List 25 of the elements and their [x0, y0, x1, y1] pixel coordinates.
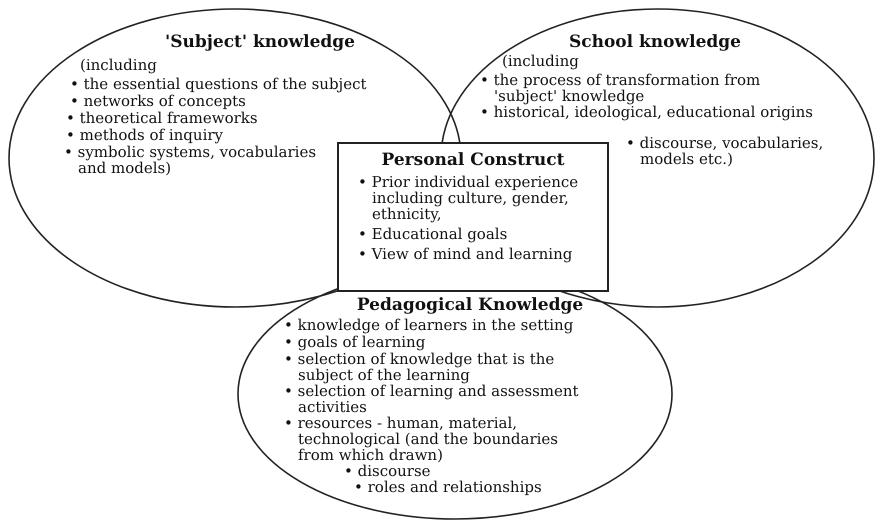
intro-text: (including — [80, 57, 158, 73]
node-heading: School knowledge — [568, 32, 742, 52]
bullet-item: • goals of learning — [284, 334, 426, 350]
bullet-item: • the process of transformation from 'subject' knowledge — [480, 72, 762, 104]
bullet-item: • symbolic systems, vocabularies and models) — [64, 144, 318, 176]
bullet-item: • View of mind and learning — [358, 246, 574, 262]
bullet-item: • the essential questions of the subject — [70, 76, 368, 92]
bullet-item: • discourse — [344, 463, 431, 479]
bullet-item: • theoretical frameworks — [66, 110, 259, 126]
bullet-item: • networks of concepts — [70, 93, 246, 109]
bullet-item: • selection of knowledge that is the subject of the learning — [284, 351, 556, 383]
bullet-item: • Educational goals — [358, 226, 508, 242]
bullet-item: • methods of inquiry — [66, 127, 224, 143]
node-heading: 'Subject' knowledge — [164, 32, 356, 52]
bullet-item: • roles and relationships — [354, 479, 543, 495]
bullet-item: • selection of learning and assessment activities — [284, 383, 580, 415]
bullet-item: • knowledge of learners in the setting — [284, 317, 574, 333]
intro-text: (including — [502, 53, 580, 69]
bullet-item: • resources - human, material, technological (and the boundaries from which drawn) — [284, 415, 559, 463]
bullet-item: • discourse, vocabularies, models etc.) — [626, 135, 824, 167]
node-heading: Personal Construct — [380, 150, 566, 170]
bullet-item: • Prior individual experience including culture, gender, ethnicity, — [358, 174, 580, 222]
node-heading: Pedagogical Knowledge — [356, 295, 584, 315]
bullet-item: • historical, ideological, educational origins — [480, 104, 814, 120]
construct-box — [337, 142, 609, 292]
